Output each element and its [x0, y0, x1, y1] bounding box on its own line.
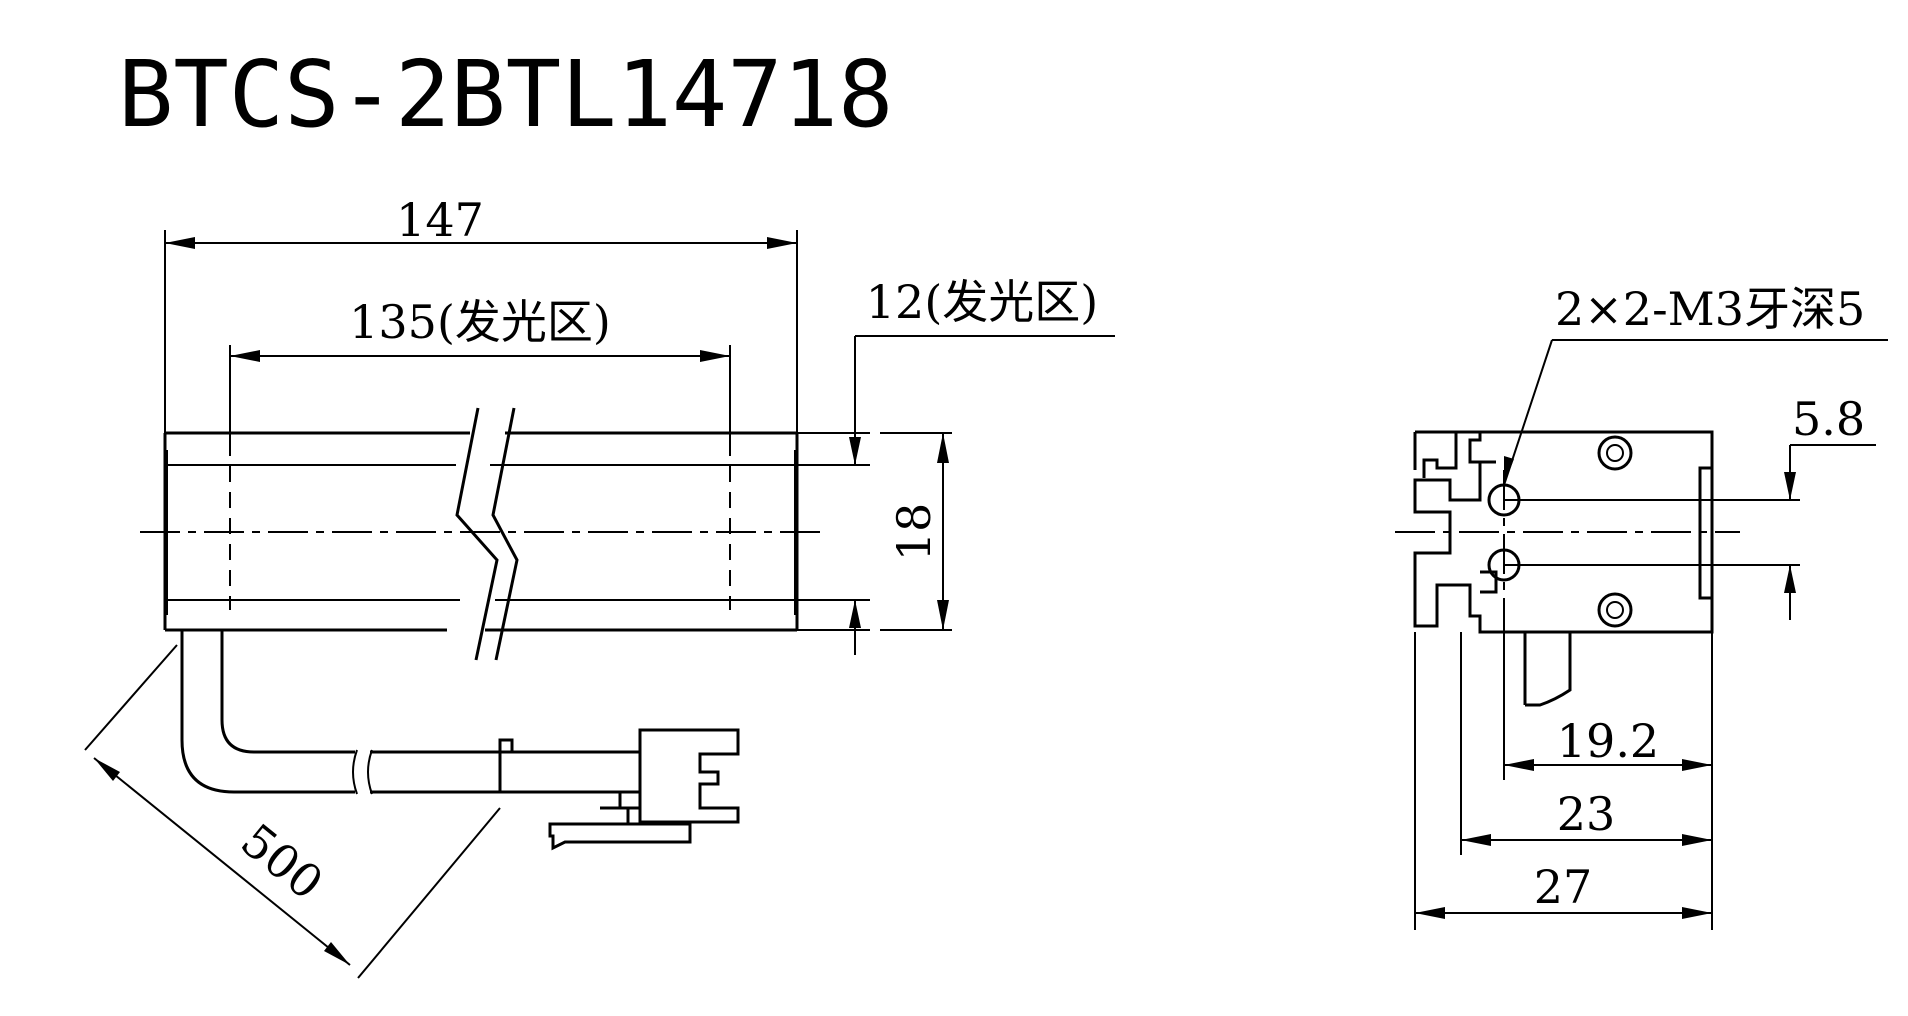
dim-135-label: 135(发光区) [349, 295, 611, 349]
dim-500-label: 500 [231, 813, 333, 910]
drawing-title: BTCS-2BTL14718 [118, 41, 893, 148]
dim-12-label: 12(发光区) [866, 275, 1098, 329]
dimension-height: 18 [880, 432, 952, 631]
dim-147-label: 147 [396, 193, 484, 247]
dim-5-8-label: 5.8 [1792, 392, 1865, 446]
front-view: 147 135(发光区) 12(发光区) 18 [84, 193, 1115, 979]
thread-note-label: 2×2-M3牙深5 [1555, 282, 1865, 336]
mounting-screws [1597, 435, 1633, 628]
break-symbol [455, 407, 519, 661]
dim-23-label: 23 [1557, 787, 1616, 841]
dimension-total-length: 147 [164, 193, 798, 433]
dim-18-label: 18 [887, 503, 941, 562]
dimension-19-2: 19.2 [1503, 600, 1713, 930]
dim-27-label: 27 [1534, 860, 1593, 914]
dimension-lit-width: 12(发光区) [797, 275, 1115, 655]
dimension-23: 23 [1460, 632, 1712, 855]
connector [498, 728, 740, 851]
dimension-27: 27 [1414, 632, 1712, 930]
dimension-hole-offset: 5.8 [1504, 392, 1876, 620]
light-bar-body [163, 431, 799, 632]
cable [180, 630, 500, 795]
side-view: 2×2-M3牙深5 5.8 19.2 23 [1395, 282, 1888, 930]
cable-stub [1523, 632, 1572, 707]
dim-19-2-label: 19.2 [1557, 714, 1659, 768]
dimension-cable-length: 500 [84, 644, 501, 979]
dimension-lit-length: 135(发光区) [229, 295, 731, 440]
thread-callout: 2×2-M3牙深5 [1503, 282, 1888, 486]
